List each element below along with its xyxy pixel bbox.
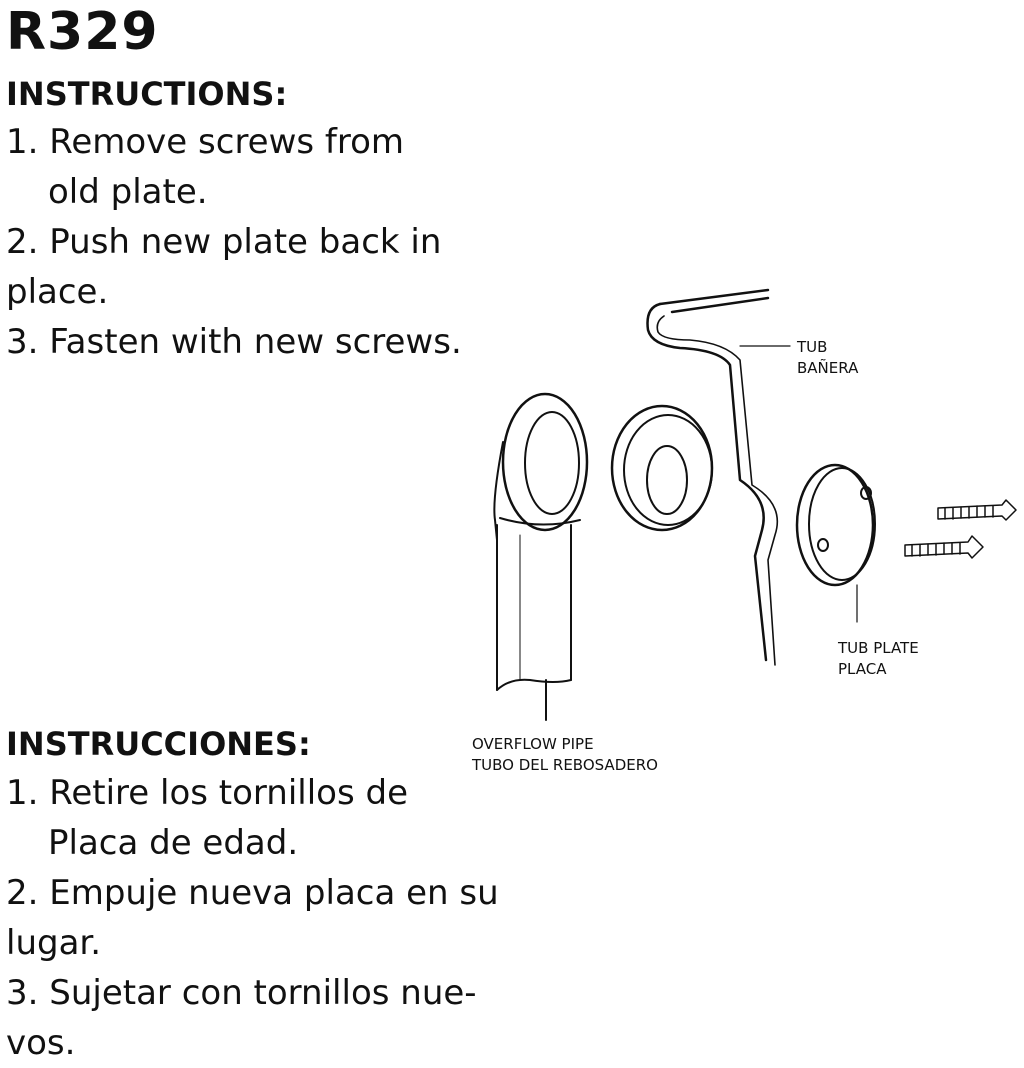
spanish-step-3-line1: 3. Sujetar con tornillos nue- xyxy=(6,973,477,1013)
spanish-step-3: 3. Sujetar con tornillos nue- vos. xyxy=(6,968,499,1068)
gasket-drawing xyxy=(610,404,714,532)
tub-plate-label-english: TUB PLATE xyxy=(838,639,919,657)
english-step-2: 2. Push new plate back in place. xyxy=(6,217,462,317)
spanish-step-2: 2. Empuje nueva placa en su lugar. xyxy=(6,868,499,968)
tub-plate-label: TUB PLATE PLACA xyxy=(838,638,919,680)
exploded-assembly-diagram xyxy=(470,280,1024,800)
overflow-pipe-label-english: OVERFLOW PIPE xyxy=(472,735,594,753)
english-step-1-line2: old plate. xyxy=(48,172,208,212)
english-step-3-line1: 3. Fasten with new screws. xyxy=(6,322,462,362)
english-step-3: 3. Fasten with new screws. xyxy=(6,317,462,367)
spanish-step-1-line1: 1. Retire los tornillos de xyxy=(6,773,408,813)
tub-wall-drawing xyxy=(646,288,791,666)
spanish-instructions-heading: INSTRUCCIONES: xyxy=(6,725,311,763)
tub-label-english: TUB xyxy=(797,338,828,356)
overflow-pipe-label-spanish: TUBO DEL REBOSADERO xyxy=(472,756,658,774)
spanish-step-2-line1: 2. Empuje nueva placa en su xyxy=(6,873,499,913)
tub-plate-label-spanish: PLACA xyxy=(838,660,887,678)
spanish-step-1-line2: Placa de edad. xyxy=(48,823,299,863)
tub-label: TUB BAÑERA xyxy=(797,337,858,379)
english-step-1: 1. Remove screws from old plate. xyxy=(6,117,462,217)
spanish-step-2-line2: lugar. xyxy=(6,923,102,963)
screws-drawing xyxy=(904,499,1017,559)
english-step-2-line2: place. xyxy=(6,272,109,312)
english-instructions-heading: INSTRUCTIONS: xyxy=(6,75,288,113)
english-steps-list: 1. Remove screws from old plate. 2. Push… xyxy=(6,117,462,367)
spanish-step-3-line2: vos. xyxy=(6,1023,76,1063)
spanish-step-1: 1. Retire los tornillos de Placa de edad… xyxy=(6,768,499,868)
tub-plate-drawing xyxy=(795,463,876,623)
english-step-2-line1: 2. Push new plate back in xyxy=(6,222,442,262)
overflow-pipe-drawing xyxy=(493,392,589,721)
spanish-steps-list: 1. Retire los tornillos de Placa de edad… xyxy=(6,768,499,1068)
model-number: R329 xyxy=(6,2,159,62)
english-step-1-line1: 1. Remove screws from xyxy=(6,122,405,162)
overflow-pipe-label: OVERFLOW PIPE TUBO DEL REBOSADERO xyxy=(472,734,658,776)
tub-label-spanish: BAÑERA xyxy=(797,359,859,377)
